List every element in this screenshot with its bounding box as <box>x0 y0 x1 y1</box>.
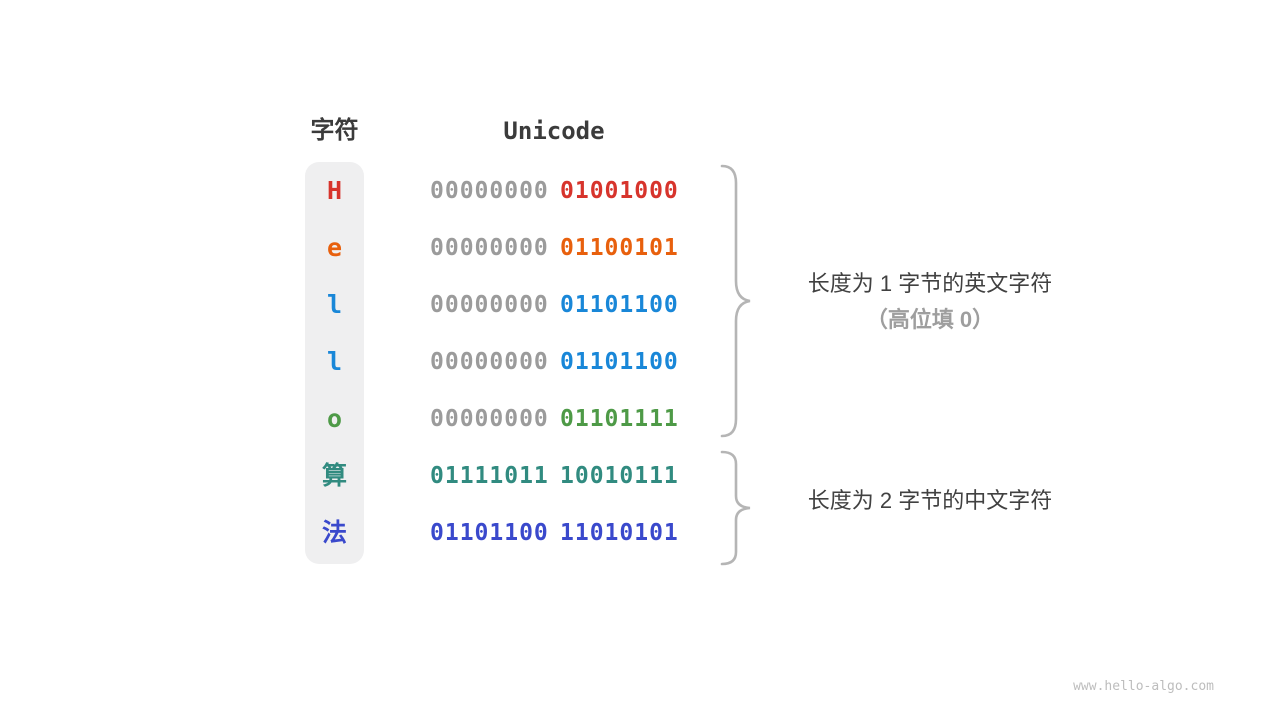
table-row: l 00000000 01101100 <box>0 285 1280 325</box>
byte-high: 01101100 <box>430 520 549 546</box>
byte-high: 00000000 <box>430 349 549 375</box>
english-group-label: 长度为 1 字节的英文字符 <box>807 271 1053 296</box>
char-cell: H <box>326 176 343 205</box>
curly-brace-chinese-group <box>718 449 754 567</box>
char-column-background <box>305 162 364 564</box>
byte-high: 00000000 <box>430 235 549 261</box>
byte-low: 11010101 <box>560 520 679 546</box>
byte-high: 00000000 <box>430 406 549 432</box>
table-row: 算 01111011 10010111 <box>0 456 1280 496</box>
char-cell: 法 <box>321 518 347 547</box>
table-row: o 00000000 01101111 <box>0 399 1280 439</box>
byte-high: 00000000 <box>430 178 549 204</box>
site-watermark: www.hello-algo.com <box>1073 679 1214 694</box>
byte-high: 01111011 <box>430 463 549 489</box>
chinese-group-label: 长度为 2 字节的中文字符 <box>807 488 1053 513</box>
char-column-header: 字符 <box>310 117 359 144</box>
table-row: e 00000000 01100101 <box>0 228 1280 268</box>
char-cell: l <box>326 290 343 319</box>
table-row: l 00000000 01101100 <box>0 342 1280 382</box>
char-cell: o <box>326 404 343 433</box>
byte-low: 01001000 <box>560 178 679 204</box>
byte-low: 01100101 <box>560 235 679 261</box>
char-cell: 算 <box>321 461 347 490</box>
char-cell: e <box>326 233 343 262</box>
byte-high: 00000000 <box>430 292 549 318</box>
byte-low: 01101111 <box>560 406 679 432</box>
curly-brace-icon <box>720 164 751 438</box>
curly-brace-english-group <box>718 163 754 439</box>
byte-low: 10010111 <box>560 463 679 489</box>
table-row: H 00000000 01001000 <box>0 171 1280 211</box>
unicode-column-header: Unicode <box>503 117 605 145</box>
char-cell: l <box>326 347 343 376</box>
curly-brace-icon <box>720 450 751 566</box>
byte-low: 01101100 <box>560 349 679 375</box>
table-row: 法 01101100 11010101 <box>0 513 1280 553</box>
byte-low: 01101100 <box>560 292 679 318</box>
english-group-sublabel: （高位填 0） <box>865 307 995 332</box>
